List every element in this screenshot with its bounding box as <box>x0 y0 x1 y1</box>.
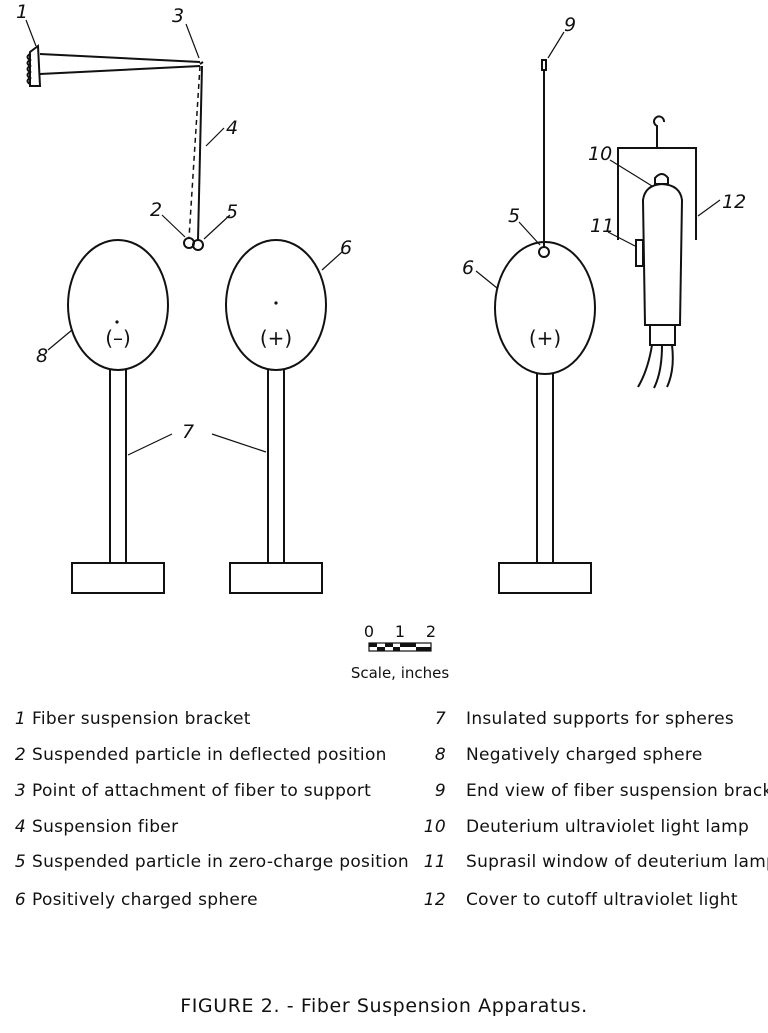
bracket-end-view <box>541 59 547 71</box>
legend-text: Fiber suspension bracket <box>32 709 251 729</box>
legend-text: Positively charged sphere <box>32 890 258 910</box>
scale-tick-2: 2 <box>426 622 436 641</box>
legend-number: 1 <box>14 709 26 729</box>
legend-number: 12 <box>423 890 446 910</box>
callout-1: 1 <box>16 1 28 23</box>
legend-text: Point of attachment of fiber to support <box>32 781 372 801</box>
legend-text: Deuterium ultraviolet light lamp <box>466 817 750 837</box>
sphere-dot-left <box>115 320 119 324</box>
legend-text: Suspension fiber <box>32 817 179 837</box>
callout-9: 9 <box>564 14 576 36</box>
legend-text: Suprasil window of deuterium lamp <box>466 852 768 872</box>
positively-charged-sphere-assembly-a <box>225 239 327 594</box>
callout-4: 4 <box>226 117 238 139</box>
legend-number: 3 <box>14 781 26 801</box>
positive-sign-a: (+) <box>260 326 292 350</box>
callout-12: 12 <box>722 191 746 213</box>
leader-lines <box>25 19 721 456</box>
callout-5b: 5 <box>508 205 520 227</box>
deflected-fiber-dashed <box>188 65 201 239</box>
legend-number: 11 <box>423 852 446 872</box>
legend-text: Suspended particle in deflected position <box>32 745 387 765</box>
callout-8: 8 <box>36 345 48 367</box>
figure-caption: FIGURE 2. - Fiber Suspension Apparatus. <box>180 995 588 1017</box>
legend-text: Insulated supports for spheres <box>466 709 735 729</box>
legend-right: 7 Insulated supports for spheres 8 Negat… <box>416 709 768 919</box>
callout-5a: 5 <box>226 201 238 223</box>
scale-caption: Scale, inches <box>351 664 450 682</box>
legend-number: 8 <box>434 745 446 765</box>
scale-tick-1: 1 <box>395 622 405 641</box>
positively-charged-sphere-assembly-b <box>494 241 596 594</box>
legend-text: Negatively charged sphere <box>466 745 703 765</box>
legend-text: Cover to cutoff ultraviolet light <box>466 890 738 910</box>
callout-11: 11 <box>590 215 614 237</box>
particle-zero-charge-right <box>538 246 550 258</box>
suspension-fiber <box>197 65 203 241</box>
legend-number: 10 <box>423 817 446 837</box>
callout-6b: 6 <box>462 257 474 279</box>
callout-6a: 6 <box>340 237 352 259</box>
fiber-suspension-bracket <box>26 44 201 87</box>
negative-sign: (–) <box>105 326 131 350</box>
callout-10: 10 <box>588 143 612 165</box>
legend-number: 2 <box>14 745 26 765</box>
sphere-dot-mid <box>274 301 278 305</box>
legend-text: End view of fiber suspension bracket <box>466 781 768 801</box>
negatively-charged-sphere-assembly <box>67 239 169 594</box>
scale-bar: 0 1 2 Scale, inches <box>351 622 450 682</box>
legend-left: 1 Fiber suspension bracket 2 Suspended p… <box>0 709 409 919</box>
scale-tick-0: 0 <box>364 622 374 641</box>
legend-number: 7 <box>434 709 446 729</box>
cover-hook <box>653 115 665 148</box>
callout-7: 7 <box>182 421 194 443</box>
deuterium-lamp <box>635 173 684 389</box>
fiber-attachment-point <box>199 61 204 65</box>
legend-text: Suspended particle in zero-charge positi… <box>32 852 409 872</box>
particle-zero-charge <box>192 239 204 251</box>
legend-number: 9 <box>434 781 446 801</box>
legend-number: 6 <box>14 890 26 910</box>
callout-3: 3 <box>172 5 184 27</box>
positive-sign-b: (+) <box>529 326 561 350</box>
legend-number: 4 <box>14 817 26 837</box>
legend-number: 5 <box>14 852 26 872</box>
callout-2: 2 <box>150 199 162 221</box>
